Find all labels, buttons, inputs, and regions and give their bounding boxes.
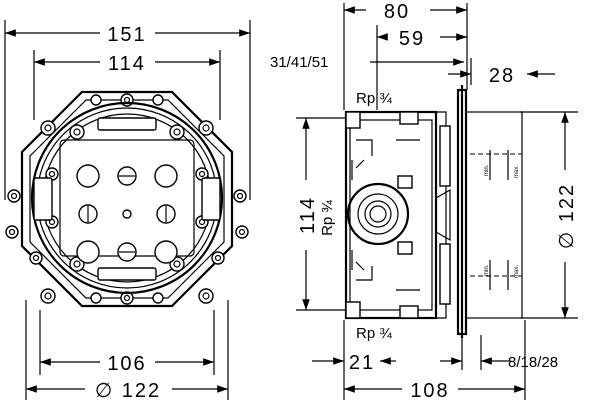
thread-label-top: Rp ¾ xyxy=(356,90,392,107)
frame-detail xyxy=(435,188,451,242)
octagon-housing xyxy=(20,90,234,308)
dim-106-label: 106 xyxy=(107,353,146,375)
octagon-inner-rim xyxy=(29,99,225,299)
center-port-bore xyxy=(364,200,392,228)
port-knockouts xyxy=(76,164,178,264)
min-marking-top: min. xyxy=(484,164,490,176)
main-ring xyxy=(30,101,224,295)
side-view: 80 59 31/41/51 28 114 Rp ¾ ∅ 122 21 8/18… xyxy=(270,1,578,402)
ring-bosses xyxy=(29,124,225,272)
side-block xyxy=(397,241,413,255)
frame-clip xyxy=(439,125,451,187)
dim-114-side-label: 114 xyxy=(297,196,319,234)
frame xyxy=(436,111,447,319)
dim-28-label: 28 xyxy=(489,65,515,87)
inner-plate xyxy=(59,139,195,257)
min-marking-bottom: min. xyxy=(484,264,490,276)
center-port-ring xyxy=(357,193,399,235)
top-bracket xyxy=(97,117,157,131)
bottom-port xyxy=(345,301,361,319)
left-bracket xyxy=(33,177,53,221)
dim-59-label: 59 xyxy=(399,28,425,50)
dim-diameter-label: ∅ 122 xyxy=(95,380,161,402)
valve-body xyxy=(344,110,438,320)
dim-21-label: 21 xyxy=(349,352,375,374)
bottom-bracket xyxy=(97,267,157,281)
dim-151-label: 151 xyxy=(107,24,146,46)
dim-cover-range-label: 8/18/28 xyxy=(508,354,558,371)
right-bracket xyxy=(201,177,221,221)
frame-clip xyxy=(439,243,451,305)
internal-detail xyxy=(351,159,365,271)
mounting-lugs xyxy=(5,93,249,305)
thread-label-side: Rp ¾ xyxy=(319,200,336,236)
front-view: 151 114 106 ∅ 122 xyxy=(4,20,251,402)
dim-diameter-side-label: ∅ 122 xyxy=(556,183,578,249)
top-port xyxy=(345,111,361,129)
center-port xyxy=(346,182,410,246)
thread-label-bottom: Rp ¾ xyxy=(356,325,392,342)
dim-114-label: 114 xyxy=(108,53,146,75)
bottom-nut xyxy=(399,305,419,319)
max-marking-bottom: max. xyxy=(514,265,520,278)
top-nut xyxy=(399,111,419,125)
valve-body-inner xyxy=(349,119,433,311)
cover-sleeve xyxy=(465,111,523,319)
side-block xyxy=(397,175,413,189)
internal-detail xyxy=(356,139,420,291)
dim-108-label: 108 xyxy=(410,380,449,402)
max-marking-top: max. xyxy=(514,165,520,178)
dim-setting-label: 31/41/51 xyxy=(270,54,328,71)
dim-80-label: 80 xyxy=(384,1,410,23)
center-port-bore xyxy=(369,205,387,223)
